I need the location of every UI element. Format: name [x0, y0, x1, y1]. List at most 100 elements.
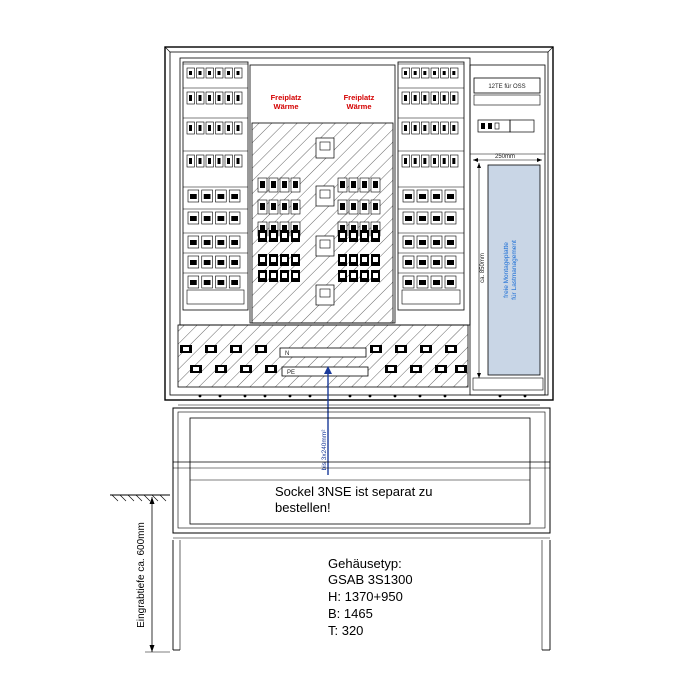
breaker-lever [217, 125, 221, 131]
terminal-screw [438, 367, 444, 371]
mounting-screw [498, 394, 502, 398]
main-switch [315, 185, 335, 207]
terminal-screw [233, 347, 239, 351]
fuse-block [405, 194, 412, 199]
fuse-block [231, 216, 238, 221]
nh-fuse-window [260, 273, 265, 278]
breaker-lever [189, 158, 192, 164]
freiplatz-right-line1: Freiplatz [344, 93, 375, 102]
terminal-screw [388, 367, 394, 371]
main-switch [315, 235, 335, 257]
fuse-insert [373, 225, 378, 232]
mounting-screw [523, 394, 527, 398]
mounting-screw [348, 394, 352, 398]
fuse-insert [362, 181, 367, 188]
main-switch-window [319, 141, 331, 151]
fuse-block [190, 194, 197, 199]
fuse-block [447, 194, 454, 199]
fuse-insert [340, 225, 345, 232]
fuse-insert [282, 203, 287, 210]
fuse-block [231, 260, 238, 265]
right-distribution-column [397, 61, 465, 311]
fuse-insert [293, 203, 298, 210]
mounting-screw [443, 394, 447, 398]
nh-fuse-window [340, 273, 345, 278]
fuse-block [433, 240, 440, 245]
column-frame [397, 61, 465, 311]
busbar-n-label: N [285, 351, 289, 357]
breaker-lever [442, 71, 446, 75]
breaker-lever [423, 71, 427, 75]
breaker-lever [413, 95, 417, 101]
terminal-screw [448, 347, 454, 351]
housing-width: B: 1465 [328, 606, 373, 621]
fuse-block [217, 280, 225, 285]
fuse-block [217, 240, 225, 245]
breaker-lever [423, 95, 427, 101]
breaker-lever [413, 125, 417, 131]
fuse-block [447, 260, 454, 265]
breaker-lever [208, 125, 211, 131]
nh-fuse-window [351, 233, 356, 238]
terminal-screw [373, 347, 379, 351]
fuse-block [203, 194, 211, 199]
sockel [172, 407, 551, 651]
nh-fuse-window [373, 273, 378, 278]
breaker-lever [208, 95, 211, 101]
breaker-lever [404, 95, 407, 101]
dim-height-label: ca. 850mm [480, 253, 486, 283]
breaker-lever [227, 125, 230, 131]
housing-height: H: 1370+950 [328, 589, 403, 604]
breaker-lever [423, 158, 427, 164]
fuse-insert [293, 225, 298, 232]
fuse-block [433, 260, 440, 265]
breaker-lever [413, 71, 417, 75]
breaker-lever [208, 71, 211, 75]
fuse-block [217, 194, 225, 199]
nh-fuse-window [373, 257, 378, 262]
nh-fuse-window [271, 257, 276, 262]
fuse-block [190, 280, 197, 285]
terminal-blocks [180, 345, 527, 398]
main-switch [315, 137, 335, 159]
breaker-lever [227, 158, 230, 164]
housing-depth: T: 320 [328, 623, 363, 638]
ground-depth-label: Eingrabtiefe ca. 600mm [136, 522, 147, 628]
terminal-screw [218, 367, 224, 371]
fuse-insert [282, 225, 287, 232]
fuse-insert [271, 225, 276, 232]
busbar-n [279, 347, 367, 358]
terminal-screw [398, 347, 404, 351]
breaker-lever [198, 95, 202, 101]
breaker-lever [208, 158, 211, 164]
nh-fuse-window [282, 257, 287, 262]
fuse-block [231, 194, 238, 199]
breaker-lever [433, 158, 436, 164]
breaker-lever [189, 71, 192, 75]
breaker-lever [413, 158, 417, 164]
fuse-block [203, 216, 211, 221]
breaker-lever [404, 71, 407, 75]
breaker-lever [217, 71, 221, 75]
mounting-screw [393, 394, 397, 398]
terminal-screw [268, 367, 274, 371]
fuse-block [190, 216, 197, 221]
terminal-strip [186, 289, 245, 305]
nh-fuse-window [260, 233, 265, 238]
main-switch-window [319, 288, 331, 298]
mounting-plate-line2: für Lastmanagement [511, 240, 518, 300]
main-switch [315, 284, 335, 306]
terminal-screw [423, 347, 429, 351]
breaker-lever [404, 158, 407, 164]
terminal-screw [183, 347, 189, 351]
breaker-lever [452, 125, 456, 131]
ground-line [110, 494, 170, 653]
nh-fuse-window [271, 233, 276, 238]
nh-fuse-window [362, 273, 367, 278]
housing-title: Gehäusetyp: [328, 556, 402, 571]
terminal-strip [401, 289, 461, 305]
freiplatz-left-line1: Freiplatz [271, 93, 302, 102]
fuse-block [447, 216, 454, 221]
cable-feed: bis 3x240mm² [321, 366, 332, 475]
